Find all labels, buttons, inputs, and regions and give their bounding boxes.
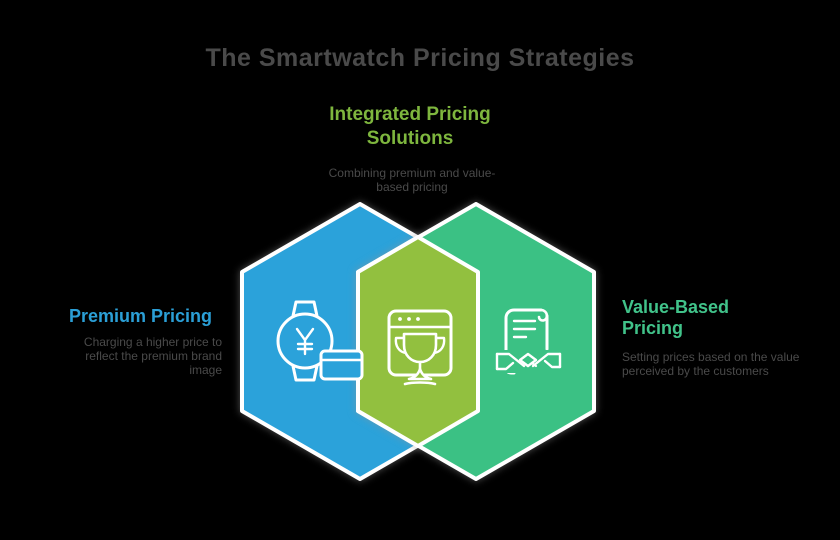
center-label-line1: Integrated Pricing <box>329 104 491 125</box>
page-title: The Smartwatch Pricing Strategies <box>205 44 635 72</box>
contract-handshake-icon <box>495 308 562 375</box>
center-label-line2: Solutions <box>366 128 454 149</box>
right-section-label: Value-Based Pricing <box>622 297 822 339</box>
center-section-label: Integrated Pricing Solutions <box>250 103 570 151</box>
left-section-description: Charging a higher price to reflect the p… <box>83 335 222 377</box>
center-section-description: Combining premium and value-based pricin… <box>328 166 496 194</box>
smartwatch-payment-icon <box>276 300 364 382</box>
trophy-browser-icon <box>387 309 453 386</box>
right-label-line2: Pricing <box>622 318 684 338</box>
right-section-description: Setting prices based on the value percei… <box>622 350 800 378</box>
right-label-line1: Value-Based <box>622 297 730 317</box>
left-section-label: Premium Pricing <box>68 306 212 326</box>
